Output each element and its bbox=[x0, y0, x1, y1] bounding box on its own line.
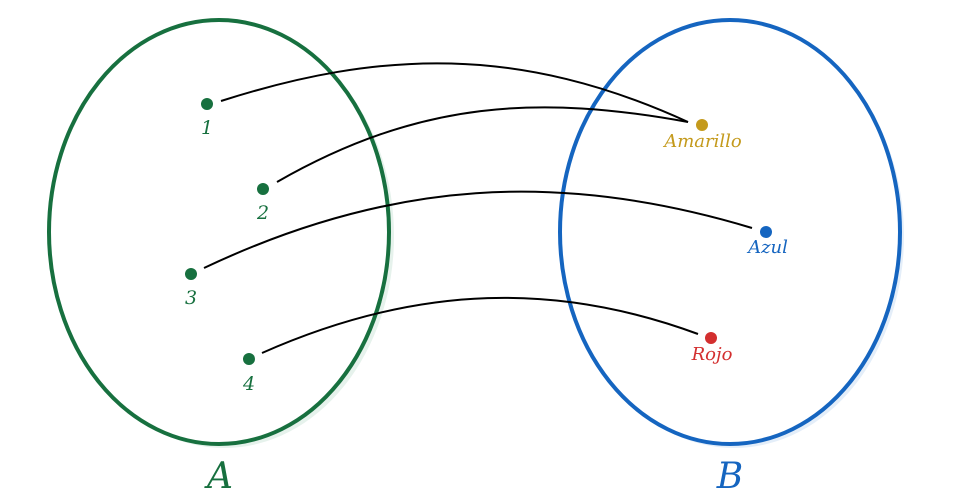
mapping-curve-1-amarillo bbox=[220, 62, 689, 123]
point-4 bbox=[243, 353, 255, 365]
set-a-name: A bbox=[204, 456, 233, 497]
label-3: 3 bbox=[185, 287, 197, 309]
label-1: 1 bbox=[201, 117, 213, 139]
label-rojo: Rojo bbox=[691, 344, 733, 365]
label-amarillo: Amarillo bbox=[662, 131, 742, 152]
mapping-curve-2-amarillo bbox=[276, 106, 689, 183]
label-2: 2 bbox=[256, 202, 269, 224]
point-rojo bbox=[705, 332, 717, 344]
mapping-curve-3-azul bbox=[203, 190, 753, 269]
label-azul: Azul bbox=[746, 237, 788, 258]
point-2 bbox=[257, 183, 269, 195]
set-b-ellipse bbox=[558, 18, 902, 446]
mapping-curve-4-rojo bbox=[261, 296, 699, 354]
label-4: 4 bbox=[242, 373, 255, 395]
set-b-name: B bbox=[716, 456, 743, 497]
point-azul bbox=[760, 226, 772, 238]
point-amarillo bbox=[696, 119, 708, 131]
point-1 bbox=[201, 98, 213, 110]
set-a-ellipse bbox=[47, 18, 391, 446]
point-3 bbox=[185, 268, 197, 280]
